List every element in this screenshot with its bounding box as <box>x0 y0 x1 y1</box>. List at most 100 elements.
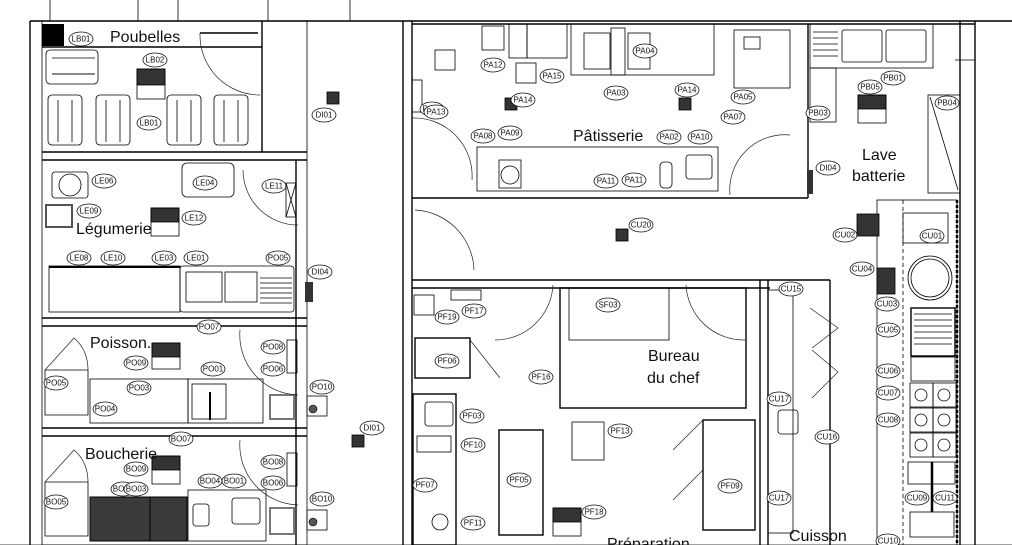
tag-code: PA02 <box>660 133 680 142</box>
tag-code: LE11 <box>265 182 284 191</box>
tag-code: PA15 <box>543 72 563 81</box>
equipment-tag: CU08 <box>875 412 901 428</box>
patisserie-fixtures <box>411 23 791 196</box>
tag-code: BO10 <box>312 495 333 504</box>
tag-code: LE04 <box>196 179 215 188</box>
equipment-tag: CU16 <box>814 429 840 445</box>
tag-code: PF16 <box>531 373 551 382</box>
tag-code: CU08 <box>878 416 899 425</box>
tag-code: PF06 <box>437 357 457 366</box>
tag-code: PO03 <box>129 384 150 393</box>
equipment-tag: DI04 <box>815 160 841 176</box>
equipment-tag: LB02 <box>142 52 168 68</box>
legumerie-fixtures <box>45 162 313 313</box>
tag-code: CU09 <box>907 494 928 503</box>
tag-oval <box>832 227 858 243</box>
tag-oval <box>857 79 883 95</box>
tag-oval <box>720 109 746 125</box>
tag-oval <box>434 309 460 325</box>
tag-code: PA07 <box>724 113 744 122</box>
equipment-tag: CU04 <box>849 261 875 277</box>
tag-code: CU01 <box>922 232 943 241</box>
equipment-tag: CU17 <box>766 391 792 407</box>
tag-oval <box>311 107 337 123</box>
tag-oval <box>459 408 485 424</box>
equipment-tag: LE04 <box>192 175 218 191</box>
room-label-bureau-line1: Bureau <box>648 348 700 365</box>
tag-oval <box>632 43 658 59</box>
floor-drain-icon <box>351 434 365 448</box>
tag-oval <box>815 160 841 176</box>
equipment-tag: PO10 <box>309 379 335 395</box>
tag-code: PA11 <box>625 176 644 185</box>
tag-code: BO03 <box>126 485 147 494</box>
tag-code: PO01 <box>203 365 224 374</box>
equipment-tag: LE08 <box>66 250 92 266</box>
tag-oval <box>76 203 102 219</box>
tag-oval <box>470 128 496 144</box>
tag-oval <box>480 57 506 73</box>
tag-oval <box>674 82 700 98</box>
equipment-tag: BO09 <box>123 461 149 477</box>
tag-oval <box>221 473 247 489</box>
equipment-tag: PO06 <box>260 361 286 377</box>
tag-code: PA14 <box>514 96 534 105</box>
tag-code: PA12 <box>484 61 504 70</box>
equipment-tag: PB03 <box>805 105 831 121</box>
tag-oval <box>497 125 523 141</box>
tag-code: CU17 <box>769 395 790 404</box>
tag-code: PB03 <box>808 109 828 118</box>
tag-oval <box>621 172 647 188</box>
tag-oval <box>717 478 743 494</box>
equipment-tag: PF03 <box>459 408 485 424</box>
tag-code: CU17 <box>769 494 790 503</box>
floor-drain-icon <box>615 228 629 242</box>
tag-oval <box>434 353 460 369</box>
tag-oval <box>904 490 930 506</box>
tag-oval <box>603 85 629 101</box>
equipment-tag: LE11 <box>261 178 287 194</box>
room-label-lave-batterie-line2: batterie <box>852 168 905 185</box>
tag-oval <box>168 431 194 447</box>
equipment-tag: DI01 <box>311 107 337 123</box>
tag-oval <box>814 429 840 445</box>
room-label-legumerie: Légumerie <box>76 221 152 238</box>
equipment-tag: PF10 <box>460 437 486 453</box>
equipment-tag: PO08 <box>260 339 286 355</box>
tag-code: PB05 <box>860 83 880 92</box>
tag-code: BO04 <box>200 477 221 486</box>
tag-code: LE01 <box>187 254 206 263</box>
room-label-cuisson: Cuisson <box>789 528 847 545</box>
tag-code: PO07 <box>199 323 220 332</box>
tag-oval <box>43 375 69 391</box>
equipment-tag: CU03 <box>874 296 900 312</box>
tag-oval <box>412 477 438 493</box>
tag-code: PA14 <box>678 86 698 95</box>
equipment-tag: PF11 <box>460 515 486 531</box>
tag-code: BO06 <box>263 479 284 488</box>
tag-oval <box>91 173 117 189</box>
tag-code: PF19 <box>437 313 457 322</box>
tag-oval <box>607 423 633 439</box>
tag-oval <box>192 175 218 191</box>
tag-oval <box>766 391 792 407</box>
burner-grid <box>909 382 957 458</box>
tag-code: LE10 <box>104 254 123 263</box>
tag-oval <box>151 250 177 266</box>
equipment-tag: CU01 <box>919 228 945 244</box>
tag-code: LE03 <box>155 254 174 263</box>
tag-code: PF13 <box>610 427 630 436</box>
tag-oval <box>123 481 149 497</box>
tag-code: PF17 <box>464 307 484 316</box>
tag-oval <box>260 361 286 377</box>
equipment-tag: PF05 <box>506 472 532 488</box>
tag-oval <box>656 129 682 145</box>
tag-code: BO08 <box>263 458 284 467</box>
tag-code: PB01 <box>883 74 903 83</box>
tag-code: PF07 <box>415 481 435 490</box>
tag-code: PO05 <box>268 254 289 263</box>
boucherie-fixtures <box>44 439 328 542</box>
tag-code: PA03 <box>607 89 627 98</box>
